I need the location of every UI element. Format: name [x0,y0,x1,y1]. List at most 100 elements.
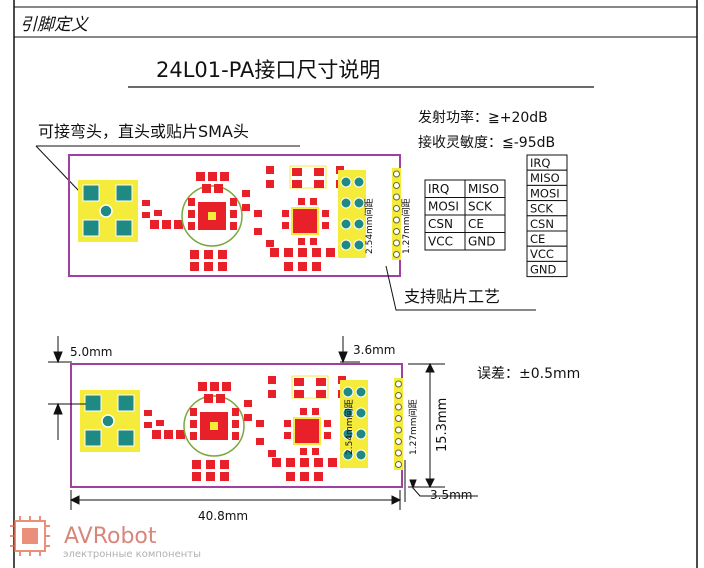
header-254-pin [353,197,365,209]
pa-side-pad [188,210,195,218]
rx-sensitivity-spec: 接收灵敏度：≦-95dB [418,134,555,151]
pin-label: CSN [428,217,453,231]
header-254-pin [353,176,365,188]
pa-side-pad [230,222,237,230]
header-254-pin [340,218,352,230]
crystal-pad [314,168,324,176]
passive-pad [314,458,323,467]
antenna-ground-pad [84,394,102,412]
dim-top-right: 3.6mm [353,343,395,357]
pin-label: GND [468,235,496,249]
pin-cell [526,260,568,278]
passive-pad [286,458,295,467]
antenna-passive-pad [156,420,164,426]
pa-bottom-pad [190,250,199,259]
tx-power-spec: 发射功率：≧+20dB [418,109,548,126]
passive-pad [272,458,281,467]
passive-pad [328,458,337,467]
bridge-pad [242,204,250,211]
transceiver-pad [310,198,317,205]
header-254-pin [355,386,367,398]
antenna-ground-pad [84,429,102,447]
pin-label: MISO [530,171,560,185]
transceiver-pad [284,420,291,427]
antenna-ground-pad [115,219,133,237]
page-title: 24L01-PA接口尺寸说明 [156,58,380,82]
pa-bottom-pad [218,250,227,259]
dimension-lines [48,336,478,510]
passive-pad [298,248,307,257]
pa-bottom-pad [206,472,215,481]
pa-bottom-pad [192,460,201,469]
crystal-pad [294,378,304,386]
pa-top-pad [220,172,229,181]
header-254-pin [342,449,354,461]
matching-pad [176,430,185,439]
pa-side-pad [188,222,195,230]
matching-pad [150,220,159,229]
pa-top-pad [222,382,231,391]
pin-label: VCC [530,247,554,261]
header-127-pin [393,193,400,201]
header-127-outline [394,378,403,470]
passive-pad [300,458,309,467]
pin-label: MISO [468,182,499,196]
antenna-callout: 可接弯头，直头或贴片SMA头 [38,122,249,141]
pin-label: IRQ [530,156,550,170]
crystal-outline [289,165,327,189]
pin-label: CSN [530,217,554,231]
pin-label: VCC [428,235,453,249]
bridge-pad [268,450,276,457]
pa-side-pad [190,420,197,428]
pin-label: CE [530,232,545,246]
pin-label: GND [530,262,557,276]
bridge-pad [254,210,262,217]
header-127-pin [395,438,402,445]
matching-pad [152,430,161,439]
antenna-center-pin [99,204,113,218]
pa-side-pad [232,432,239,440]
transceiver-pad [298,238,305,245]
dim-left-offset: 5.0mm [70,345,112,359]
transceiver-pad [300,408,307,415]
pin-label: SCK [530,202,553,216]
passive-pad [314,472,323,481]
watermark-brand: AVRobot [64,524,157,549]
bridge-pad [242,190,250,197]
bridge-pad [256,420,264,427]
header-127-pin [395,380,402,388]
pa-bottom-pad [220,460,229,469]
pa-bottom-pad [192,472,201,481]
pa-bottom-pad [190,262,199,271]
pa-top-pad [202,184,211,193]
crystal-outline [291,375,329,399]
avrobot-logo [10,516,50,556]
transceiver-pad [298,198,305,205]
decoupling-pad [268,376,276,384]
dim-right-offset: 3.5mm [430,488,472,502]
passive-pad [300,472,309,481]
transceiver-pad [312,448,319,455]
transceiver-pad [324,420,331,427]
pa-side-pad [230,198,237,206]
antenna-ground-pad [115,184,133,202]
header-254-pin [353,218,365,230]
crystal-pad [292,180,302,188]
header-254-pin [340,197,352,209]
decoupling-pad [268,390,276,398]
pa-top-pad [198,382,207,391]
pa-chip-center [210,422,218,430]
matching-pad [162,220,171,229]
pa-top-pad [210,382,219,391]
pa-side-pad [190,432,197,440]
header-254-pin [355,428,367,440]
bridge-pad [266,240,274,247]
pa-bottom-pad [206,460,215,469]
antenna-ground-pad [117,394,135,412]
matching-pad [164,430,173,439]
crystal-pad [292,168,302,176]
transceiver-pad [312,408,319,415]
pcb-layout-bottom [80,375,403,481]
